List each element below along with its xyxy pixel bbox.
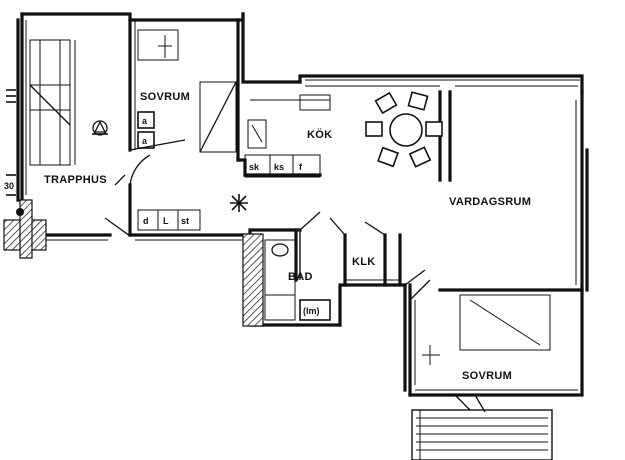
kitchen-counter: sk ks f xyxy=(244,94,331,178)
room-label-kok: KÖK xyxy=(307,128,332,141)
stair-symbol-icon xyxy=(92,120,108,136)
bath-wall-block xyxy=(242,233,264,327)
hall-fixtures: d L st xyxy=(137,209,201,231)
sovrum-top-furniture: a a xyxy=(137,29,237,153)
room-label-sovrum-bottom: SOVRUM xyxy=(462,370,512,382)
post-marker xyxy=(16,208,24,216)
bath-box-label: (lm) xyxy=(303,306,320,316)
margin-ticks: 30 xyxy=(4,89,16,196)
interior-walls xyxy=(128,18,584,292)
ceiling-light-icon xyxy=(230,194,248,212)
svg-text:a: a xyxy=(142,116,148,126)
fixture-label-st: st xyxy=(181,216,189,226)
fixture-label-d: d xyxy=(143,216,149,226)
room-label-klk: KLK xyxy=(352,256,376,268)
balcony xyxy=(411,409,553,460)
room-label-sovrum-top: SOVRUM xyxy=(140,91,190,103)
fixture-label-ks: ks xyxy=(274,162,284,172)
staircase xyxy=(29,39,76,166)
sovrum-bottom-furniture xyxy=(422,294,551,365)
room-label-bad: BAD xyxy=(288,271,313,283)
room-labels: SOVRUM KÖK TRAPPHUS VARDAGSRUM BAD KLK S… xyxy=(44,91,531,382)
svg-text:a: a xyxy=(142,136,148,146)
fixture-label-sk: sk xyxy=(249,162,260,172)
bath-fixtures: (lm) xyxy=(264,239,331,321)
fixture-label-f: f xyxy=(299,162,303,172)
window-lines xyxy=(25,20,580,391)
room-label-trapphus: TRAPPHUS xyxy=(44,174,107,186)
margin-dimension-label: 30 xyxy=(4,181,14,191)
doors xyxy=(104,139,486,413)
fixture-label-l: L xyxy=(163,216,169,226)
masonry xyxy=(3,199,264,327)
dining-table xyxy=(365,91,443,168)
room-label-vardagsrum: VARDAGSRUM xyxy=(449,196,531,208)
